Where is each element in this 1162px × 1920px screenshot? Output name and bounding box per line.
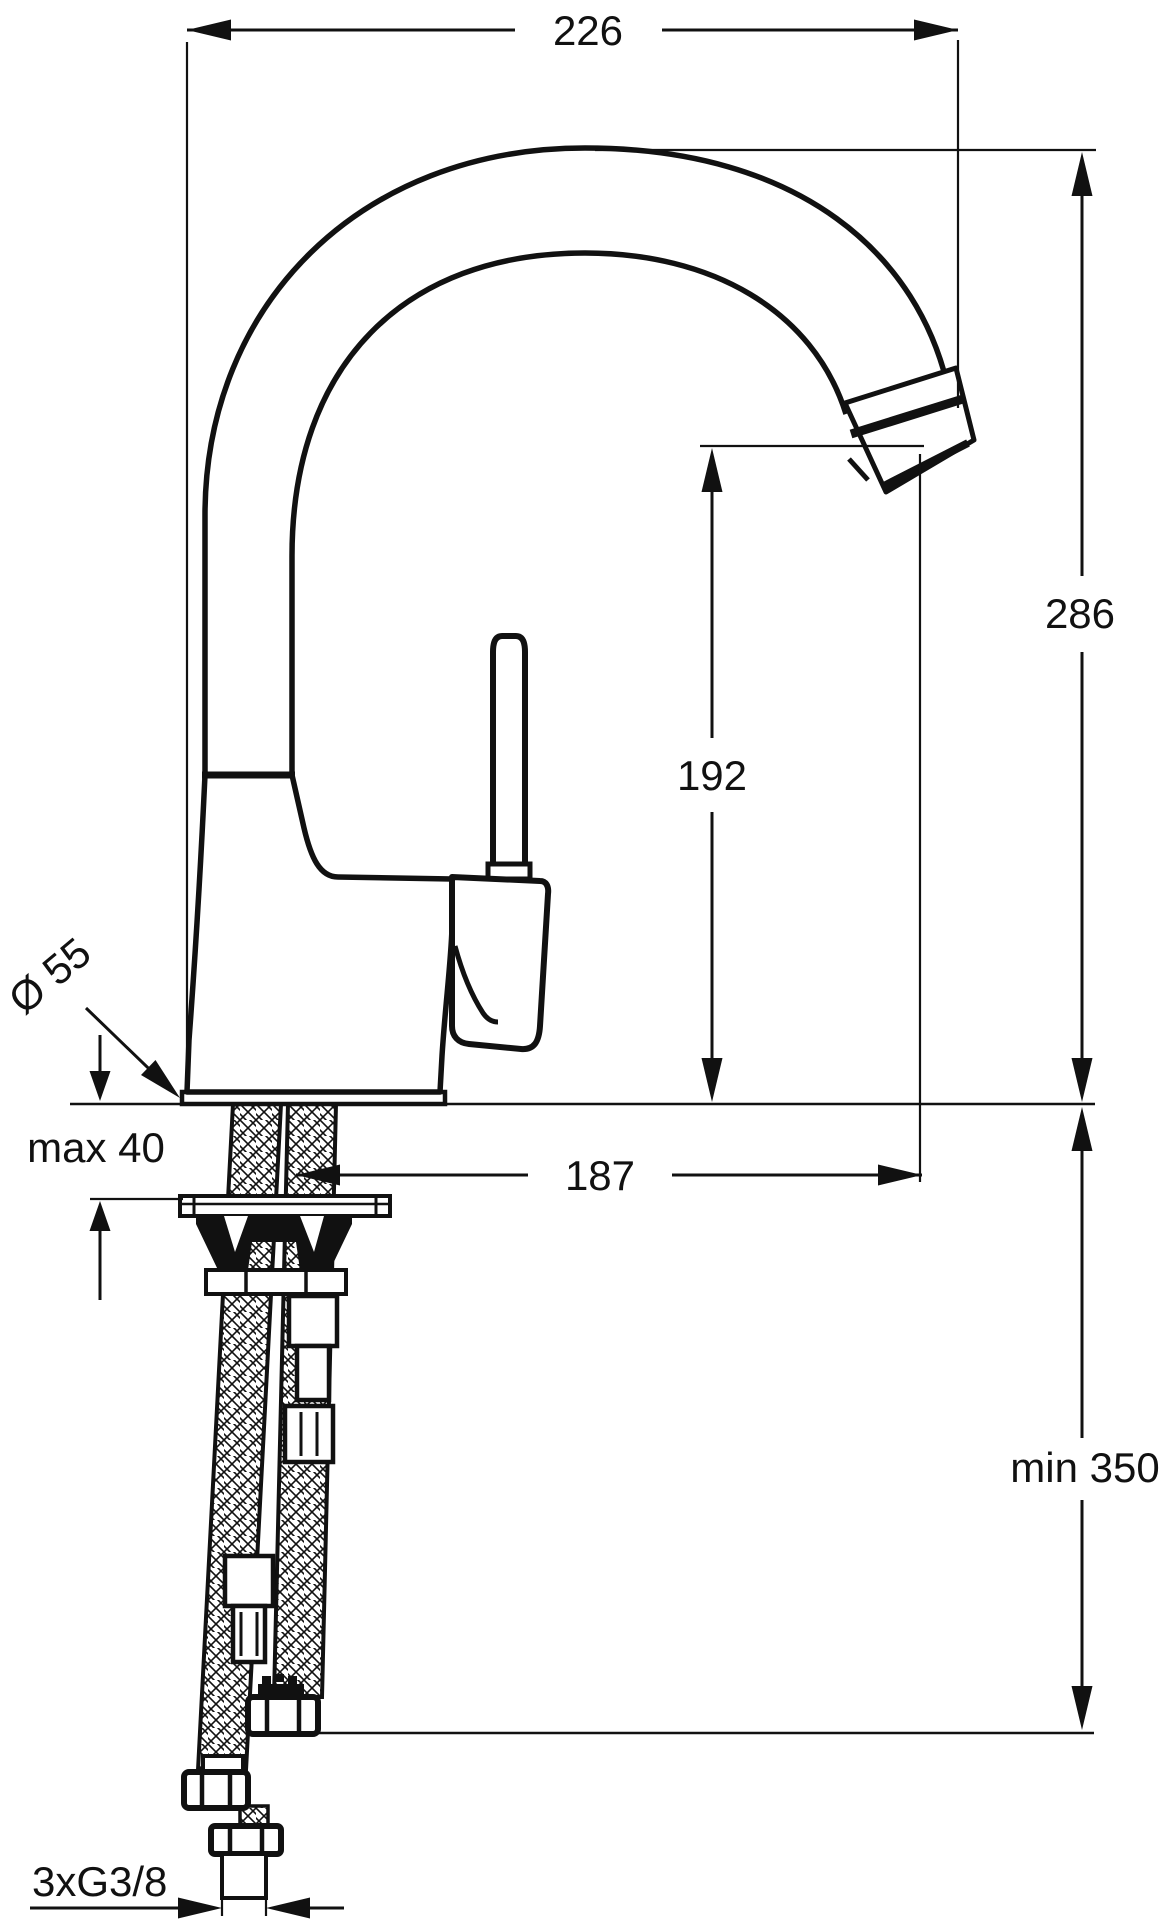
hose-nut-tooth [262, 1676, 271, 1684]
dim-label-width: 226 [553, 7, 623, 54]
arrowhead-left [266, 1897, 310, 1919]
arrowhead-down [1071, 1058, 1093, 1102]
flange-cone-cutout [224, 1216, 248, 1252]
arrowhead-right [178, 1897, 222, 1919]
thread-stub [220, 1852, 268, 1900]
arrowhead-up [701, 448, 723, 492]
dim-label-clearance: min 350 [1010, 1444, 1159, 1491]
aerator [842, 365, 977, 495]
hose-nut-left [181, 1769, 251, 1811]
aerator-tip-line [847, 457, 870, 482]
hose-sleeve [282, 1403, 336, 1465]
arrowhead-left [187, 19, 231, 41]
spout-inner-curve [289, 250, 849, 777]
arrowhead-leader [141, 1060, 180, 1098]
arrowhead-down [89, 1071, 111, 1101]
spout-outer-curve [202, 145, 952, 777]
dim-label-counter-thickness: max 40 [27, 1124, 165, 1171]
dim-outlet-height-192: 192 [677, 444, 924, 1102]
hose-nut-tooth [275, 1674, 284, 1682]
arrowhead-right [878, 1164, 922, 1186]
arrowhead-up [1071, 1107, 1093, 1151]
aerator-outlet-edge [880, 439, 970, 491]
hose-nut-tooth [288, 1676, 297, 1684]
arrowhead-left [296, 1164, 340, 1186]
flange-cone-cutout [300, 1216, 324, 1252]
hose-nut-right [245, 1694, 321, 1737]
dim-label-reach: 187 [565, 1152, 635, 1199]
dim-clearance-min350: min 350 [318, 1107, 1160, 1735]
hose-sleeve [286, 1293, 340, 1349]
arrowhead-up [1071, 152, 1093, 196]
flange-nut [204, 1268, 348, 1296]
faucet-body [184, 772, 455, 1095]
dim-label-height: 286 [1045, 590, 1115, 637]
flange-washer [178, 1194, 392, 1218]
hose-end-fittings [181, 1674, 321, 1900]
arrowhead-right [914, 19, 958, 41]
dim-reach-187: 187 [296, 1152, 922, 1199]
dim-connections: 3xG3/8 [30, 1858, 344, 1919]
hose-sleeve [294, 1343, 332, 1403]
lever-handle [490, 633, 528, 882]
handle-mount-face-line [452, 945, 499, 1025]
arrowhead-up [89, 1201, 111, 1231]
hose-sleeve [230, 1603, 268, 1665]
hose-fittings [222, 1293, 340, 1665]
dim-label-base-diameter: Ø 55 [0, 928, 100, 1023]
handle-mount [449, 874, 552, 1053]
dim-width-226: 226 [185, 7, 960, 1092]
dim-counter-thickness: max 40 [27, 1035, 183, 1300]
arrowhead-down [701, 1058, 723, 1102]
arrowhead-down [1071, 1686, 1093, 1730]
aerator-housing [842, 365, 977, 495]
mounting-flange [178, 1194, 392, 1296]
dim-base-diameter: Ø 55 [0, 928, 180, 1098]
hose-nut-cap [258, 1684, 304, 1697]
hose-sleeve [222, 1553, 276, 1609]
dim-label-connections: 3xG3/8 [32, 1858, 167, 1905]
dim-height-286: 286 [595, 148, 1115, 1102]
aerator-band [849, 394, 965, 439]
hose-nut-bottom [208, 1823, 284, 1857]
dim-label-outlet-height: 192 [677, 752, 747, 799]
